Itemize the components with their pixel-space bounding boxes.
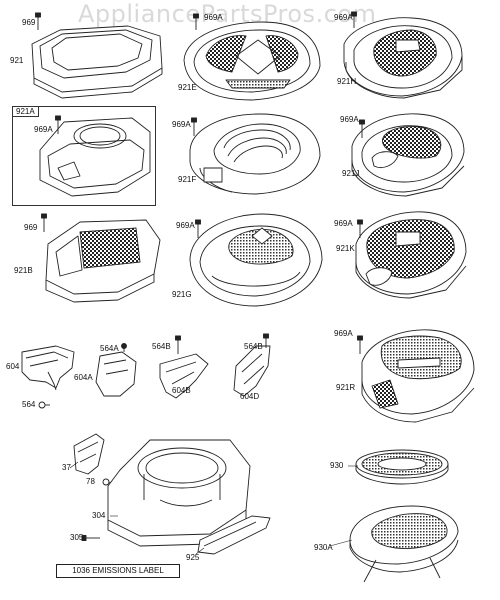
cover-921F: [189, 113, 321, 195]
emissions-label-box: 1036 EMISSIONS LABEL: [56, 564, 180, 578]
guard-604: [21, 345, 75, 391]
label-921: 921: [10, 56, 24, 65]
cover-921G: [189, 213, 323, 307]
label-921H: 921H: [337, 77, 357, 86]
screw-969A-J: [359, 119, 365, 138]
cover-921K: [355, 211, 467, 299]
label-921R: 921R: [336, 383, 356, 392]
label-969A-G: 969A: [176, 221, 195, 230]
leader-lines: [69, 461, 358, 555]
label-969A-E: 969A: [204, 13, 223, 22]
label-921F: 921F: [178, 175, 197, 184]
label-564: 564: [22, 400, 36, 409]
watermark-text: AppliancePartsPros.com: [78, 0, 377, 28]
screw-969A-F: [191, 117, 197, 136]
screw-969-B: [41, 213, 47, 232]
label-921E: 921E: [178, 83, 197, 92]
label-78: 78: [86, 477, 95, 486]
label-969A-R: 969A: [334, 329, 353, 338]
label-921J: 921J: [342, 169, 360, 178]
label-37: 37: [62, 463, 71, 472]
cover-921A: [39, 117, 151, 197]
shield-604D: [233, 345, 271, 397]
label-969A-H: 969A: [334, 13, 353, 22]
screw-564: [38, 401, 50, 409]
label-604B: 604B: [172, 386, 191, 395]
label-604: 604: [6, 362, 20, 371]
label-304: 304: [92, 511, 106, 520]
screw-305: [81, 535, 100, 541]
inset-frame-921A: [12, 106, 156, 206]
label-969A-J: 969A: [340, 115, 359, 124]
screw-969A-E: [193, 13, 199, 30]
label-969: 969: [22, 18, 36, 27]
label-930A: 930A: [314, 543, 333, 552]
label-921G: 921G: [172, 290, 192, 299]
label-305: 305: [70, 533, 84, 542]
label-930: 930: [330, 461, 344, 470]
screw-564B-1: [175, 335, 181, 354]
label-969-B: 969: [24, 223, 38, 232]
inset-tag-frame: [12, 106, 39, 117]
screen-930: [355, 449, 449, 485]
cover-921B: [45, 219, 161, 303]
label-564B-2: 564B: [244, 342, 263, 351]
label-921A: 921A: [16, 107, 35, 116]
deflector-604A: [95, 351, 137, 397]
screw-969A-inset: [55, 115, 61, 134]
screw-969A-R: [357, 335, 363, 354]
label-921B: 921B: [14, 266, 33, 275]
cover-921E: [183, 21, 321, 101]
label-969A-K: 969A: [334, 219, 353, 228]
screw-969A-G: [195, 219, 201, 238]
label-925: 925: [186, 553, 200, 562]
screw-969A-K: [357, 219, 363, 238]
blower-housing-304: [107, 439, 251, 547]
cover-921: [31, 25, 163, 99]
label-604A: 604A: [74, 373, 93, 382]
label-969A-F: 969A: [172, 120, 191, 129]
label-564A: 564A: [100, 344, 119, 353]
shield-604B: [159, 353, 209, 399]
screen-930A: [349, 505, 459, 583]
label-921K: 921K: [336, 244, 355, 253]
screw-564B-2: [263, 333, 269, 348]
screw-564A: [121, 343, 127, 352]
cover-921J: [351, 113, 465, 197]
screw-969-top: [35, 12, 41, 30]
label-969A-inset: 969A: [34, 125, 53, 134]
label-604D: 604D: [240, 392, 260, 401]
cover-921H: [343, 17, 463, 99]
screw-969A-H: [351, 11, 357, 28]
baffle-925: [197, 515, 271, 555]
label-564B-1: 564B: [152, 342, 171, 351]
bracket-37: [73, 433, 105, 475]
cover-921R: [361, 329, 475, 423]
